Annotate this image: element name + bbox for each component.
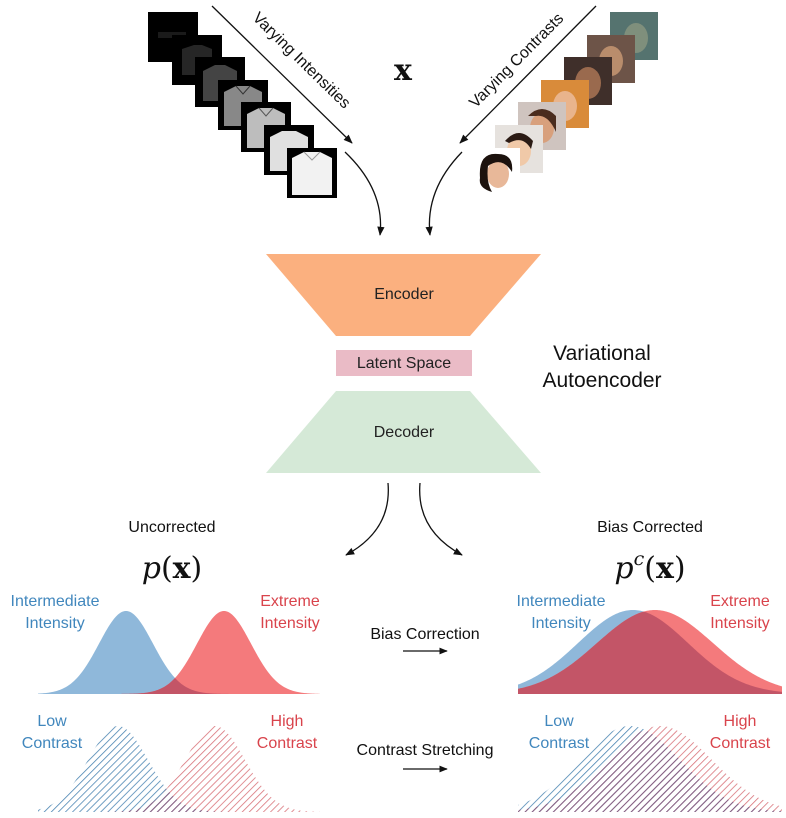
high-contrast-curve: [38, 726, 320, 812]
corrected-contrast-overlap: [518, 729, 782, 812]
left-input-arrow: [344, 151, 385, 236]
bias-correction-label: Bias Correction: [370, 626, 479, 643]
face-image-stack: [472, 12, 658, 196]
corrected-extreme-label-2: Intensity: [710, 615, 770, 632]
vae-title-line1: Variational: [553, 342, 651, 365]
clothing-image-stack: [148, 12, 337, 198]
latent-space-block: [336, 350, 472, 376]
decoder-block: [266, 391, 541, 473]
corrected-heading: Bias Corrected: [597, 519, 703, 536]
uncorrected-formula: p(x): [142, 551, 203, 586]
latent-space-label: Latent Space: [357, 355, 451, 372]
vae-title-line2: Autoencoder: [542, 369, 661, 392]
corrected-formula: pc(x): [614, 548, 685, 586]
corrected-extreme-label-1: Extreme: [710, 593, 770, 610]
extreme-intensity-label-1: Extreme: [260, 593, 320, 610]
input-x-symbol: x: [394, 53, 413, 88]
extreme-intensity-label-2: Intensity: [260, 615, 320, 632]
right-input-arrow: [425, 151, 463, 236]
low-contrast-label-1: Low: [37, 713, 67, 730]
corrected-intensity-overlap: [518, 611, 782, 694]
contrasts-arrow: [459, 5, 597, 144]
intensity-overlap: [38, 678, 320, 694]
corrected-high-contrast-label-2: Contrast: [710, 735, 771, 752]
corrected-intermediate-label-1: Intermediate: [517, 593, 606, 610]
encoder-label: Encoder: [374, 286, 434, 303]
corrected-contrast-plot: [518, 726, 782, 812]
intermediate-intensity-curve: [38, 611, 320, 694]
high-contrast-label-2: Contrast: [257, 735, 318, 752]
low-contrast-curve: [38, 726, 320, 812]
uncorrected-output-arrow: [345, 482, 389, 556]
corrected-intermediate-label-2: Intensity: [531, 615, 591, 632]
contrast-overlap: [38, 789, 320, 812]
intensities-arrow: [211, 5, 353, 144]
high-contrast-label-1: High: [271, 713, 304, 730]
corrected-low-contrast-label-2: Contrast: [529, 735, 590, 752]
uncorrected-contrast-plot: [38, 726, 320, 812]
face-thumb: [472, 148, 520, 196]
corrected-low-contrast-label-1: Low: [544, 713, 574, 730]
clothing-thumb: [287, 148, 337, 198]
corrected-high-contrast-label-1: High: [724, 713, 757, 730]
corrected-output-arrow: [419, 482, 463, 556]
uncorrected-intensity-plot: [38, 611, 320, 694]
encoder-block: [266, 254, 541, 336]
intermediate-intensity-label-2: Intensity: [25, 615, 85, 632]
uncorrected-heading: Uncorrected: [128, 519, 215, 536]
low-contrast-label-2: Contrast: [22, 735, 83, 752]
intermediate-intensity-label-1: Intermediate: [11, 593, 100, 610]
corrected-intensity-plot: [518, 610, 782, 694]
decoder-label: Decoder: [374, 424, 435, 441]
extreme-intensity-curve: [38, 611, 320, 694]
contrast-stretching-label: Contrast Stretching: [357, 742, 494, 759]
